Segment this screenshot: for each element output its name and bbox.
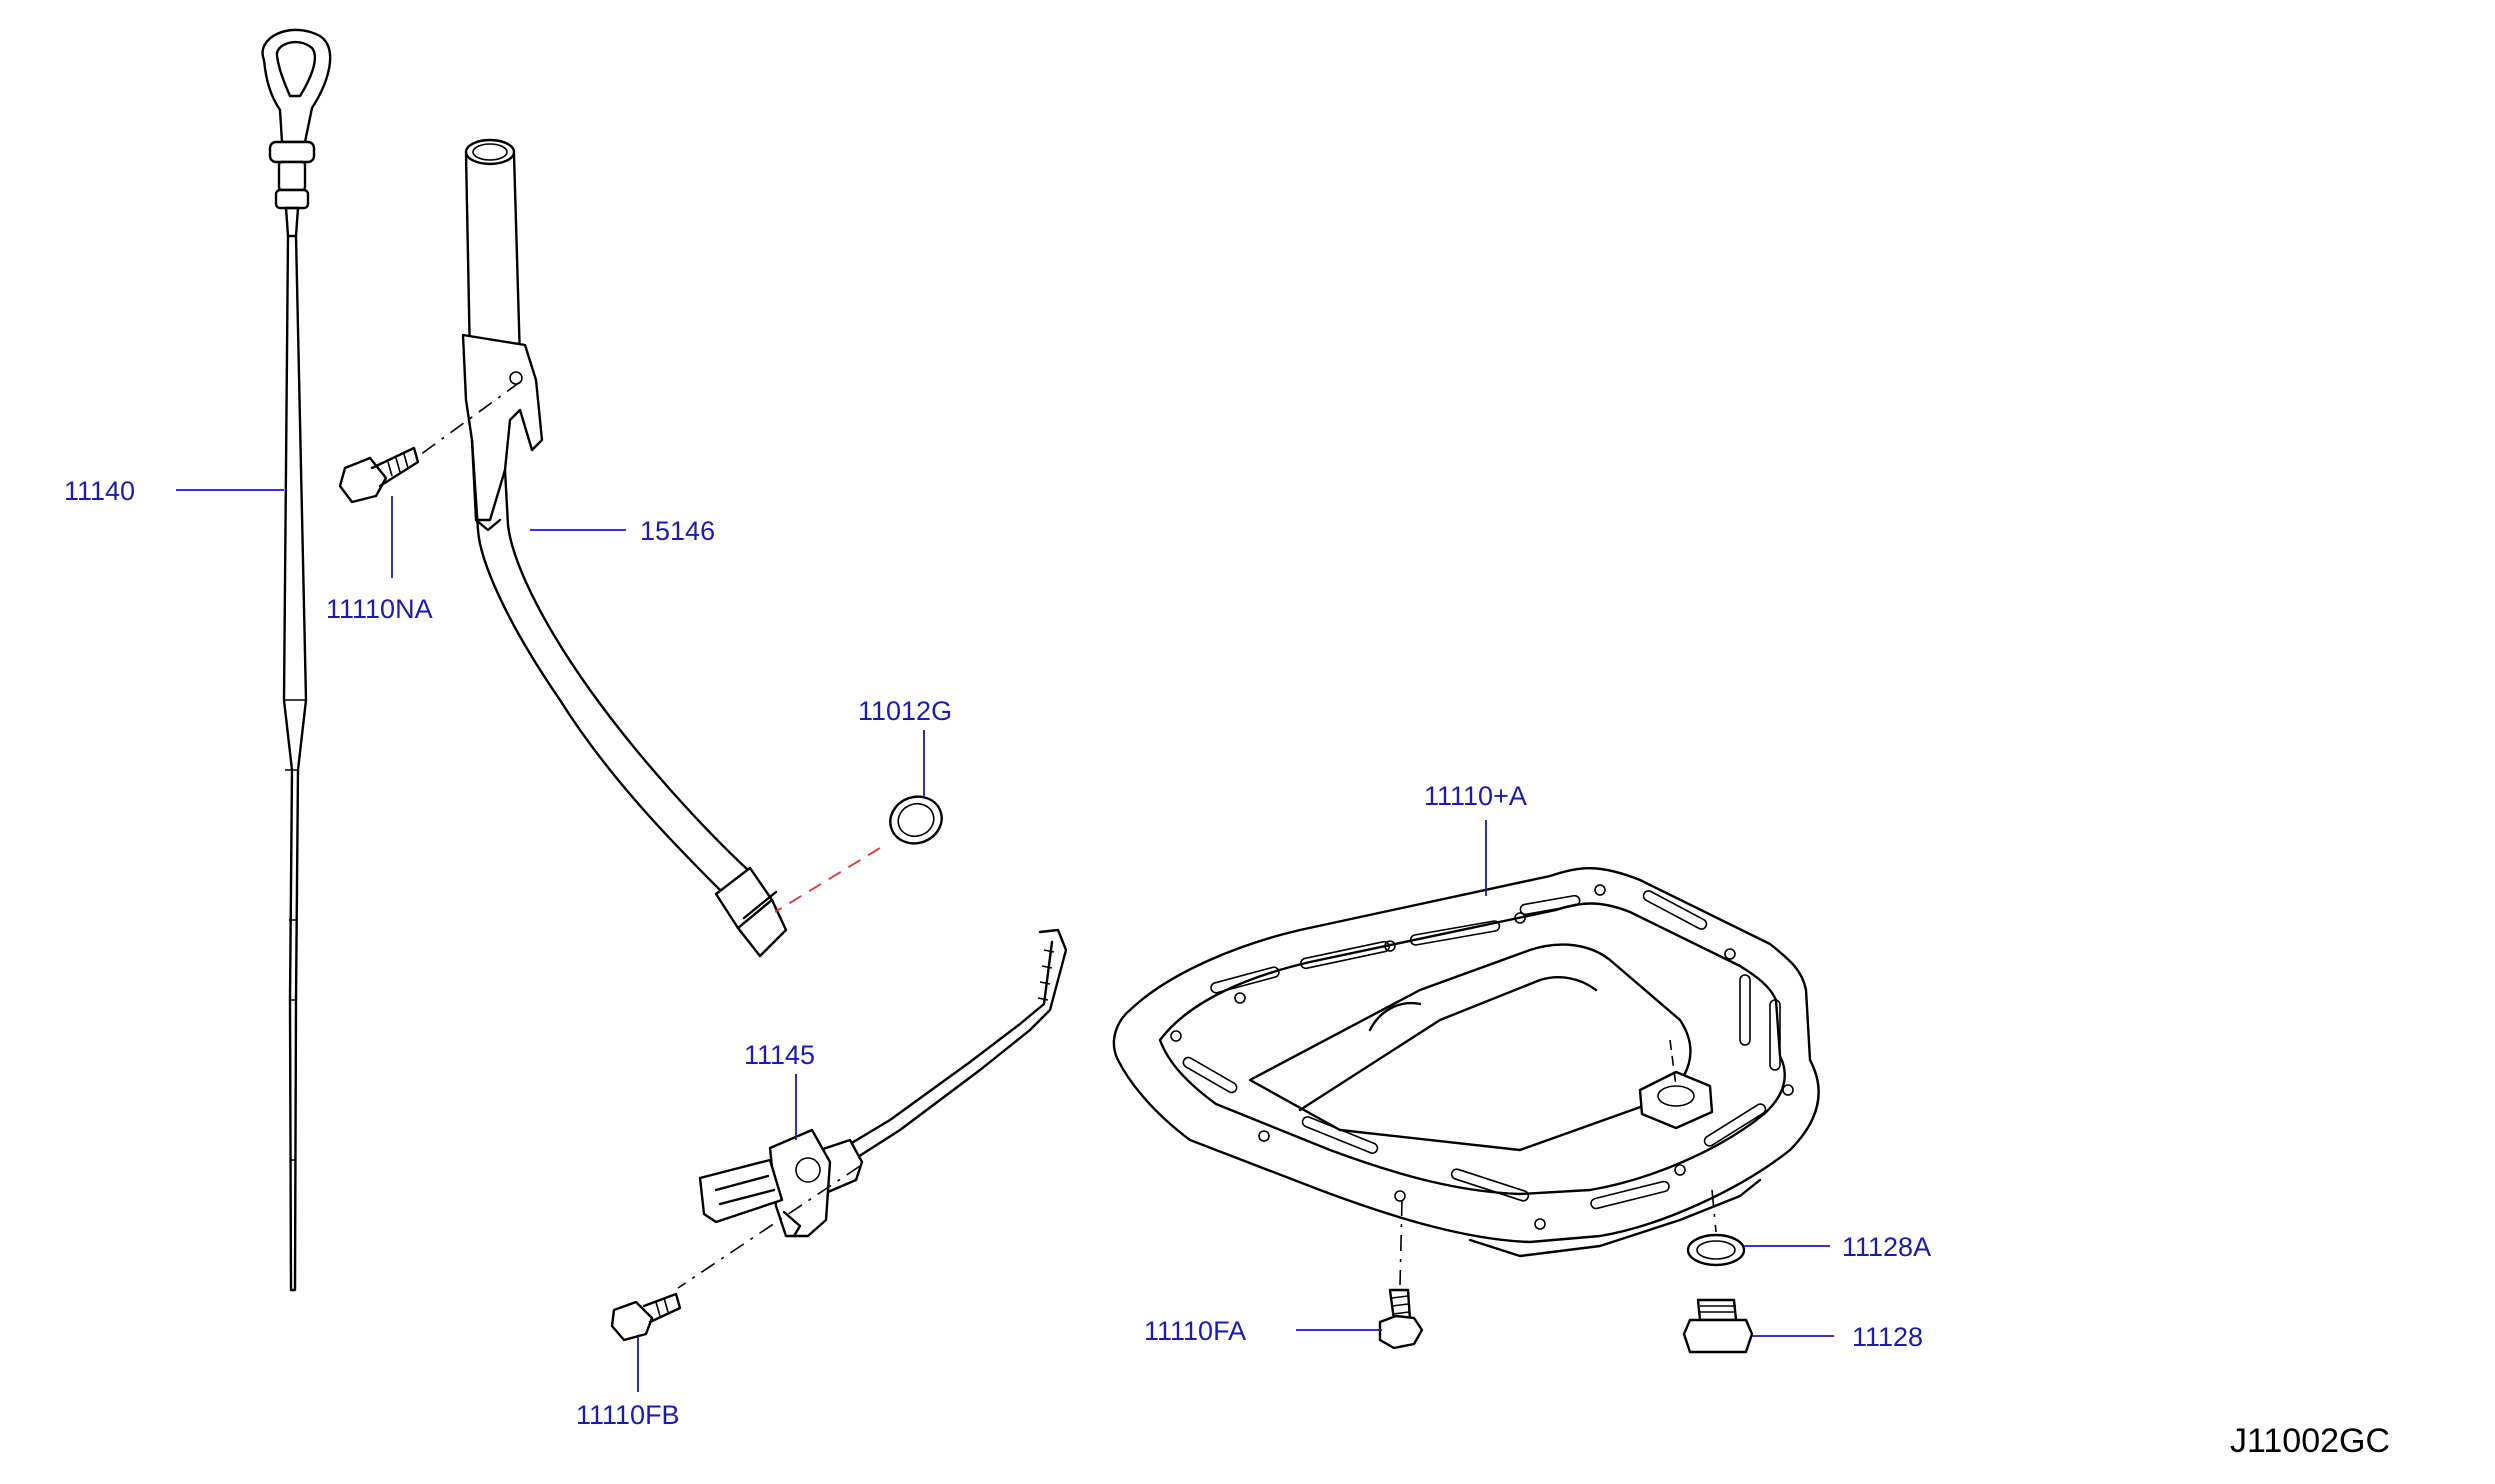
diagram-reference-code: J11002GC [2230, 1422, 2390, 1460]
level-gauge-part [698, 928, 1068, 1238]
callout-pan-bolt: 11110FA [1144, 1316, 1246, 1346]
seal-ring-part [889, 795, 943, 845]
drain-washer-part [1686, 1233, 1746, 1267]
callout-dipstick: 11140 [64, 476, 135, 506]
callout-oil-pan: 11110+A [1424, 781, 1527, 811]
guide-tube-part [461, 138, 788, 958]
guide-bolt-part [338, 446, 420, 504]
pan-bolt-part [1378, 1288, 1424, 1350]
callout-gauge-bolt: 11110FB [576, 1400, 680, 1430]
leader-lines [176, 489, 1834, 1392]
oil-pan-part [1112, 867, 1820, 1258]
gauge-bolt-part [610, 1292, 682, 1342]
callout-level-gauge: 11145 [744, 1040, 815, 1070]
callout-drain-plug: 11128 [1852, 1322, 1923, 1352]
callout-guide-tube: 15146 [640, 516, 715, 546]
callout-drain-washer: 11128A [1842, 1232, 1931, 1262]
dipstick-part [261, 28, 332, 1292]
callout-guide-bolt: 11110NA [326, 594, 433, 624]
drain-plug-part [1682, 1298, 1754, 1354]
callout-seal: 11012G [858, 696, 952, 726]
